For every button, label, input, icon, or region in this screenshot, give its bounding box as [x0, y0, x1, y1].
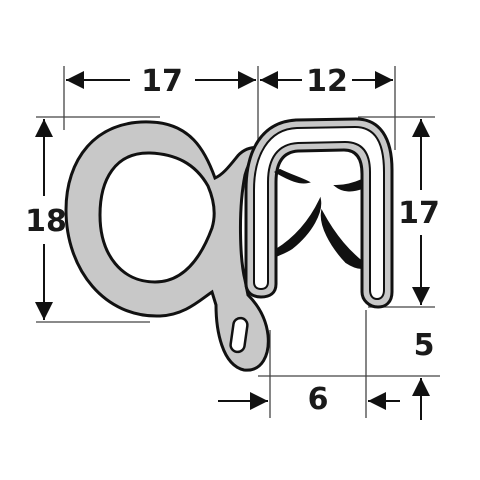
- dim-label-width-outer: 17: [141, 64, 183, 99]
- dim-label-height-bulb: 18: [25, 204, 67, 239]
- lip-lower-left: [275, 196, 322, 258]
- extension-lines: [36, 66, 440, 418]
- dimension-arrows: [35, 71, 430, 420]
- u-clip: [244, 117, 394, 309]
- seal-profile: [64, 120, 270, 372]
- lip-upper-right: [333, 178, 363, 192]
- u-clip-core: [253, 125, 385, 301]
- dim-label-width-gap: 6: [308, 382, 329, 417]
- dim-label-height-gap: 5: [414, 328, 435, 363]
- bulb-hollow: [98, 151, 216, 284]
- lip-lower-right: [320, 208, 363, 270]
- dim-label-height-clip: 17: [398, 196, 440, 231]
- tab-slot: [229, 316, 249, 354]
- dim-label-width-opening: 12: [306, 64, 348, 99]
- lip-upper-left: [273, 168, 311, 184]
